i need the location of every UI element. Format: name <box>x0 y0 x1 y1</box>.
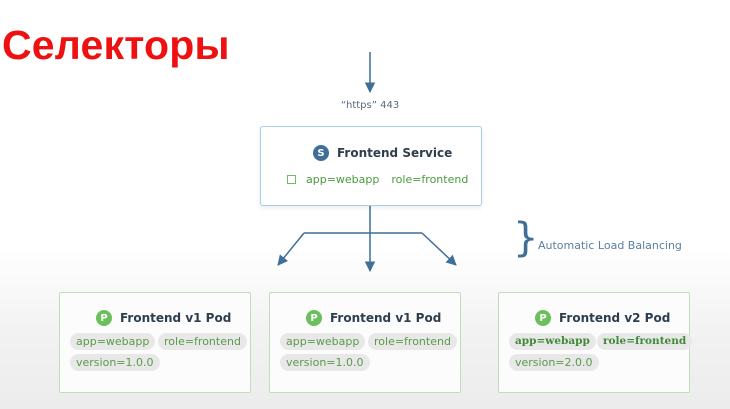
pod-card: P Frontend v1 Pod app=webapp role=fronte… <box>269 292 461 393</box>
ingress-label: “https” 443 <box>340 100 400 111</box>
pod-label-app: app=webapp <box>509 333 596 350</box>
pod-label-role: role=frontend <box>597 333 693 350</box>
pod-name: Frontend v1 Pod <box>330 311 442 325</box>
service-name: Frontend Service <box>337 146 453 160</box>
pod-label-app: app=webapp <box>70 333 156 350</box>
service-selector-app: app=webapp <box>306 173 380 186</box>
pod-label-version: version=2.0.0 <box>509 354 599 371</box>
pod-name: Frontend v2 Pod <box>559 311 671 325</box>
service-selector-role: role=frontend <box>391 173 469 186</box>
pod-label-role: role=frontend <box>158 333 247 350</box>
pod-card: P Frontend v1 Pod app=webapp role=fronte… <box>59 292 251 393</box>
pod-label-version: version=1.0.0 <box>280 354 370 371</box>
page-title: Селекторы <box>2 22 230 68</box>
brace-icon: } <box>513 215 539 261</box>
pod-label-version: version=1.0.0 <box>70 354 160 371</box>
pod-badge-icon: P <box>306 310 322 326</box>
pod-label-app: app=webapp <box>280 333 366 350</box>
selector-square-icon <box>287 175 296 184</box>
frontend-service-box: S Frontend Service app=webapp role=front… <box>260 126 482 206</box>
pod-badge-icon: P <box>96 310 112 326</box>
pod-name: Frontend v1 Pod <box>120 311 232 325</box>
pod-badge-icon: P <box>535 310 551 326</box>
load-balancing-label: Automatic Load Balancing <box>538 239 682 252</box>
arrow-to-pod-1 <box>277 232 305 266</box>
service-badge-icon: S <box>313 145 329 161</box>
pod-card: P Frontend v2 Pod app=webapp role=fronte… <box>498 292 693 393</box>
pod-label-role: role=frontend <box>368 333 457 350</box>
arrow-to-pod-3 <box>421 232 457 266</box>
